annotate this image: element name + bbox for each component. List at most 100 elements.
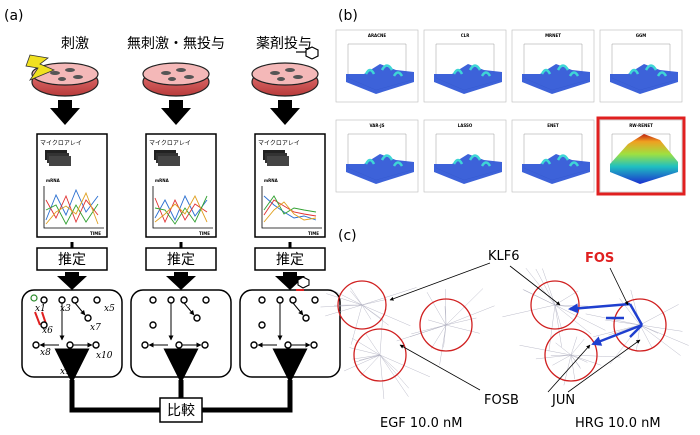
panel-c: (c) KLF6 FOS F [320,228,689,431]
network-edge [554,304,562,347]
petri-dish-icon [31,62,99,97]
network-edge [361,299,387,306]
network-edge [379,354,385,400]
surface-plot: ENET [511,119,595,193]
network-edge [361,304,411,326]
node-label-x1: x1 [35,304,46,314]
strong-edges [568,302,644,346]
network-edge [379,354,431,378]
microarray-label: マイクロアレイ [40,140,82,147]
network-edge [361,304,389,326]
condition-label-left: EGF 10.0 nM [380,416,462,431]
network-edge [332,289,363,306]
network-edge [379,318,383,356]
network-edge [350,304,363,345]
network-edge [320,304,363,308]
mrna-label: mRNA [46,178,61,183]
network-edge [445,289,447,326]
down-arrow-icon [270,100,300,125]
panel-b-label: (b) [338,8,358,24]
compare-box [159,397,203,423]
method-label: CLR [461,33,470,38]
highlight-circle [530,280,580,330]
network-edge [593,324,641,337]
network-edge [326,293,363,306]
network-edge [570,354,575,380]
condition-label-right: HRG 10.0 nM [575,416,661,431]
method-label: MRNET [545,33,561,38]
network-graph [239,276,341,378]
network-edge [502,304,556,318]
column-title: 刺激 [61,35,89,52]
gene-label-jun: JUN [551,393,575,408]
network-edge [411,324,447,335]
time-label: TIME [199,231,210,236]
microarray-card: マイクロアレイ mRNA TIME [145,133,217,238]
microarray-label: マイクロアレイ [258,140,300,147]
estimate-label: 推定 [167,252,195,268]
gene-label-fosb: FOSB [484,393,519,408]
network-edge [431,324,447,349]
node-label-x10: x10 [96,351,113,361]
network-edge [350,287,363,306]
node-label-x6: x6 [42,326,53,336]
network-edge [325,304,363,317]
node-label-x11: x11 [60,367,77,377]
method-label: VAR-JS [369,123,384,128]
lightning-icon [25,54,56,81]
network-edge [555,342,572,356]
network-edge [552,354,572,366]
network-edge [535,354,572,360]
method-label: ARACNE [368,33,387,38]
panel-c-label: (c) [338,228,357,244]
microarray-label: マイクロアレイ [149,140,191,147]
estimate-label: 推定 [58,252,86,268]
network-edge [604,319,641,326]
method-label: GGM [636,33,647,38]
network-edge [639,324,659,334]
network-edge [350,290,363,306]
network-edge [639,324,683,332]
down-arrow-icon [57,272,87,290]
network-edge [570,336,578,356]
microarray-card: マイクロアレイ mRNA TIME [254,133,326,238]
time-label: TIME [90,231,101,236]
column-drug: 薬剤投与 マイクロアレイ mRNA [239,36,341,378]
network-edge [550,354,572,356]
down-arrow-icon [161,100,191,125]
network-edge [570,354,588,363]
network-edge [426,292,447,326]
network-edge [554,290,579,306]
down-arrow-icon [50,100,80,125]
surface-plot: VAR-JS [335,119,419,193]
highlight-circle [613,298,667,352]
highlight-circle [353,328,407,382]
method-label: LASSO [458,123,473,128]
network-edge [570,338,585,356]
column-stimulus: 刺激 マイクロアレイ mRNA TIME [21,35,123,378]
compare-connector: 比較 [54,348,308,423]
panel-a: (a) 刺激 マイクロアレイ mRNA [4,8,341,423]
network-edge [619,298,641,326]
network-edge [360,354,381,377]
down-arrow-icon [166,272,196,290]
network-edge [361,287,417,306]
estimate-label: 推定 [276,252,304,268]
estimate-box [145,247,217,271]
network-edge [379,354,399,372]
network-edge [365,333,381,356]
node-label-x8: x8 [40,348,51,358]
network-edge [439,324,447,365]
highlight-circle [419,298,473,352]
network-edge [570,354,621,358]
network-edge [379,354,409,389]
gene-label-klf6: KLF6 [488,249,520,264]
network-edge [352,338,381,356]
network-edge [554,304,563,333]
network-edge [585,313,641,326]
network-edge [428,319,447,326]
column-title: 無刺激・無投与 [127,35,225,52]
